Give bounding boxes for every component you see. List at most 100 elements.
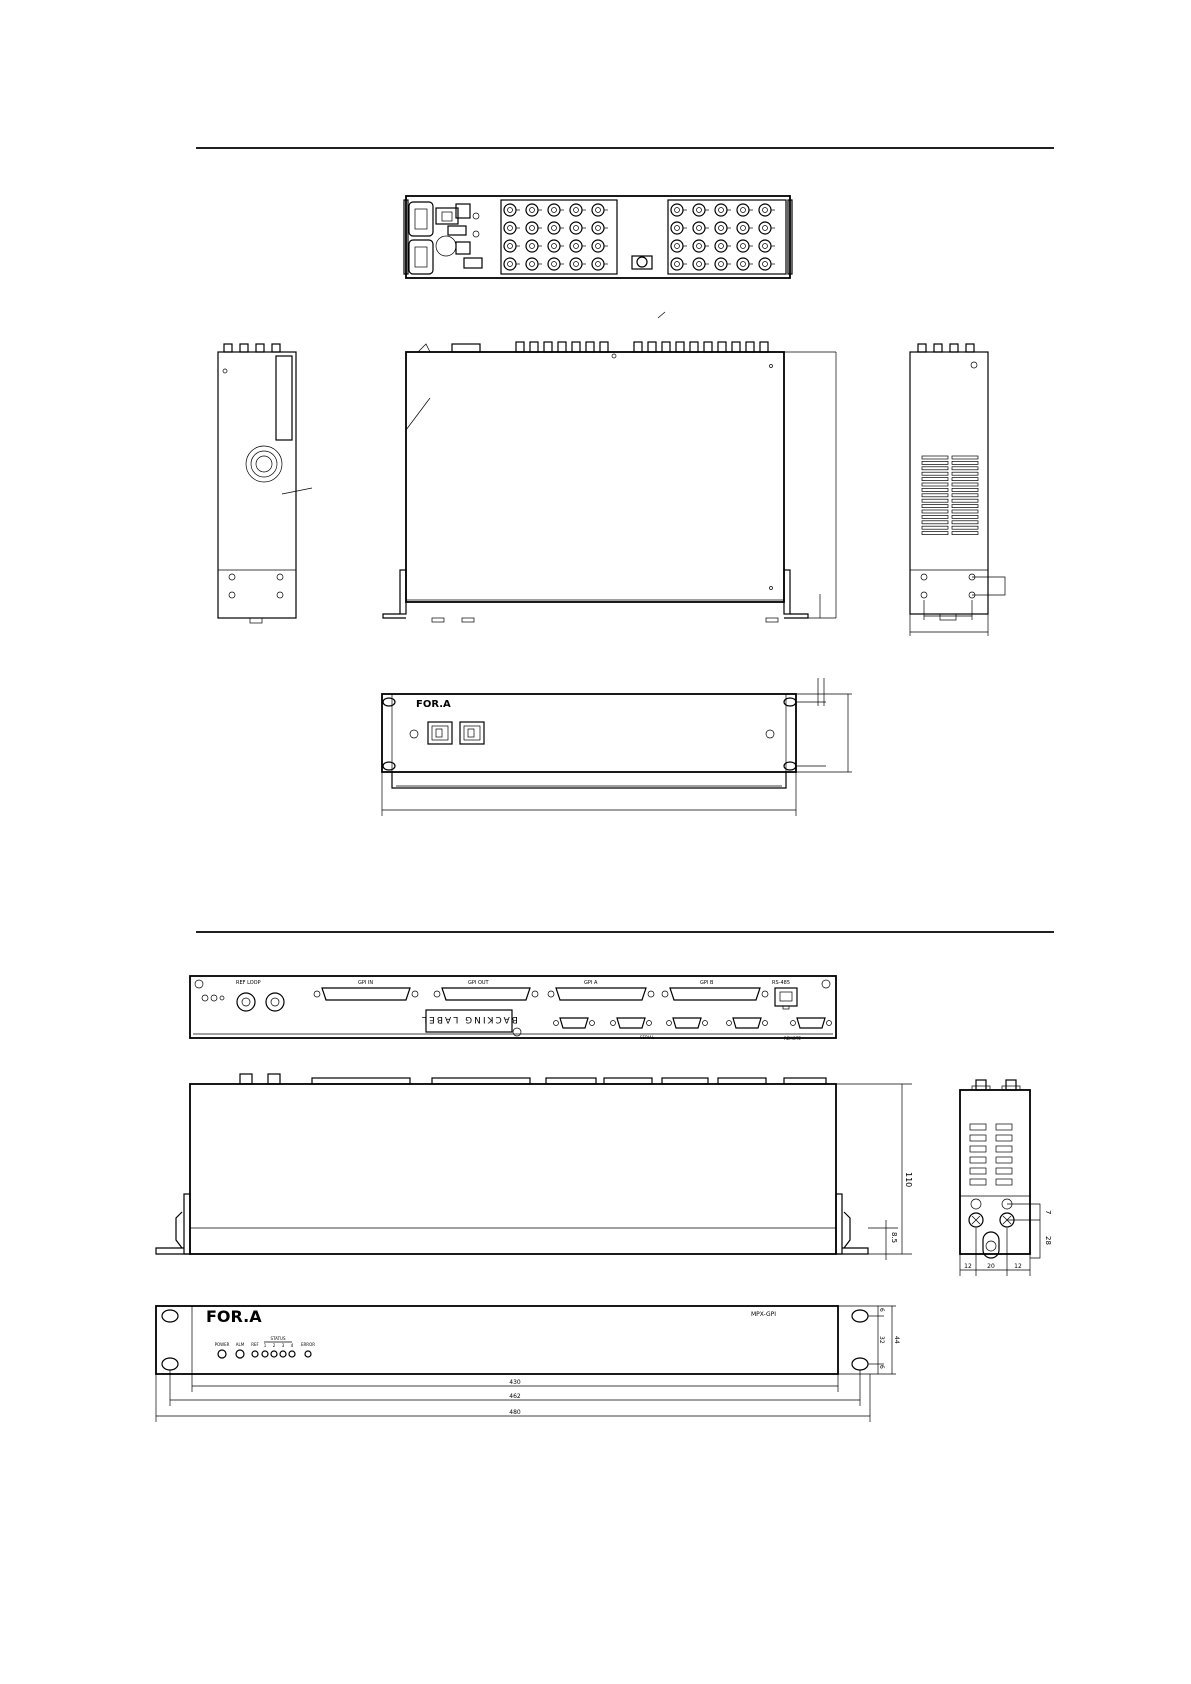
serial-label: SERIAL (640, 1035, 655, 1040)
side-view-2-vents (970, 1124, 1012, 1185)
dsub9-shell (560, 1018, 588, 1028)
vent-slot (996, 1157, 1012, 1163)
status-led-4 (289, 1351, 295, 1357)
left-bnc (526, 222, 538, 234)
gpi-out-label: GPI OUT (468, 980, 490, 986)
dsub9-screw (763, 1021, 768, 1026)
top-view-1 (383, 342, 836, 622)
left-bnc-core (596, 226, 601, 231)
top-bnc-stub (572, 342, 580, 352)
right-bnc-core (763, 226, 768, 231)
status-led-label-2: 2 (273, 1343, 276, 1348)
front-view-1: FOR.A (382, 678, 852, 816)
error-led (305, 1351, 311, 1357)
dsub37-screw (412, 991, 418, 997)
backing-label-text: BACKING LABEL (420, 1014, 518, 1024)
right-bnc (715, 240, 727, 252)
left-bnc-core (530, 244, 535, 249)
right-bnc (671, 222, 683, 234)
ref-led (252, 1351, 258, 1357)
left-bnc (526, 258, 538, 270)
right-bnc-core (675, 244, 680, 249)
vent-slot (996, 1168, 1012, 1174)
alarm-led (236, 1350, 244, 1358)
right-side-screws (921, 574, 975, 598)
dsub-37-connectors (314, 988, 768, 1000)
vent-slot (996, 1135, 1012, 1141)
right-bnc-core (763, 208, 768, 213)
dim-side-7: 7 (1044, 1210, 1052, 1214)
right-bnc (759, 240, 771, 252)
left-bnc-core (552, 226, 557, 231)
right-side-connectors (918, 344, 974, 352)
ac-inlet-bottom (409, 240, 433, 274)
right-bnc (737, 240, 749, 252)
right-bnc-core (719, 208, 724, 213)
vent-slot (952, 472, 978, 475)
side-bnc-stub (966, 344, 974, 352)
vent-slot (952, 526, 978, 529)
vent-slot (922, 515, 948, 518)
vent-slot (952, 510, 978, 513)
right-bnc (737, 204, 749, 216)
rj45-port (775, 988, 797, 1009)
rear-view-2: REF LOOP GPI IN GPI OUT GPI A GPI B RS-4… (190, 976, 836, 1041)
right-bnc-core (697, 262, 702, 267)
side-view-2: 7 28 12 20 12 (960, 1080, 1052, 1276)
bnc-array-left (504, 204, 608, 270)
side-bnc-stub (224, 344, 232, 352)
left-bnc (504, 222, 516, 234)
dsub9-screw (611, 1021, 616, 1026)
right-bnc-core (675, 208, 680, 213)
front-logo-2: FOR.A (206, 1307, 262, 1326)
left-bnc (570, 240, 582, 252)
dsub37-screw (762, 991, 768, 997)
vent-slot (970, 1146, 986, 1152)
gpi-a-label: GPI A (584, 980, 598, 986)
left-bnc-core (574, 208, 579, 213)
front-logo-1: FOR.A (416, 699, 451, 710)
left-side-view-1 (218, 344, 312, 623)
left-bnc (548, 258, 560, 270)
side-bnc-stub (240, 344, 248, 352)
side-bnc-stub (272, 344, 280, 352)
vent-slot (952, 494, 978, 497)
dim-side-12b: 12 (1014, 1263, 1022, 1270)
dsub9-screw (727, 1021, 732, 1026)
vent-slot (922, 505, 948, 508)
vent-slot (996, 1146, 1012, 1152)
dsub37-screw (662, 991, 668, 997)
top-bnc-stub (530, 342, 538, 352)
left-bnc (592, 240, 604, 252)
top-bnc-stub (718, 342, 726, 352)
vent-slot (952, 467, 978, 470)
vent-slot (922, 483, 948, 486)
dsub9-screw (647, 1021, 652, 1026)
left-bnc (592, 204, 604, 216)
left-bnc-core (596, 244, 601, 249)
vent-slot (952, 478, 978, 481)
right-bnc-core (697, 226, 702, 231)
left-bnc (548, 222, 560, 234)
vent-slot (922, 521, 948, 524)
dim-width-430: 430 (509, 1379, 521, 1386)
left-bnc-core (530, 208, 535, 213)
top2-dsub-stub (312, 1078, 410, 1084)
dim-front-6b: 6 (878, 1365, 885, 1369)
top-bnc-stub (558, 342, 566, 352)
dsub-9-connectors (554, 1018, 832, 1028)
dsub9-shell (673, 1018, 701, 1028)
rs485-label: RS-485 (772, 980, 790, 986)
bnc-array-right (671, 204, 775, 270)
left-bnc-core (574, 244, 579, 249)
top2-bnc-stub (240, 1074, 252, 1084)
right-bnc-core (697, 244, 702, 249)
ground-terminal (202, 995, 224, 1001)
power-led-label: POWER (215, 1342, 230, 1347)
remote-label: REMOTE (784, 1036, 801, 1041)
power-switch-1 (428, 722, 452, 744)
right-bnc (715, 222, 727, 234)
vent-slot (922, 488, 948, 491)
left-bnc (526, 240, 538, 252)
vent-slot (952, 488, 978, 491)
